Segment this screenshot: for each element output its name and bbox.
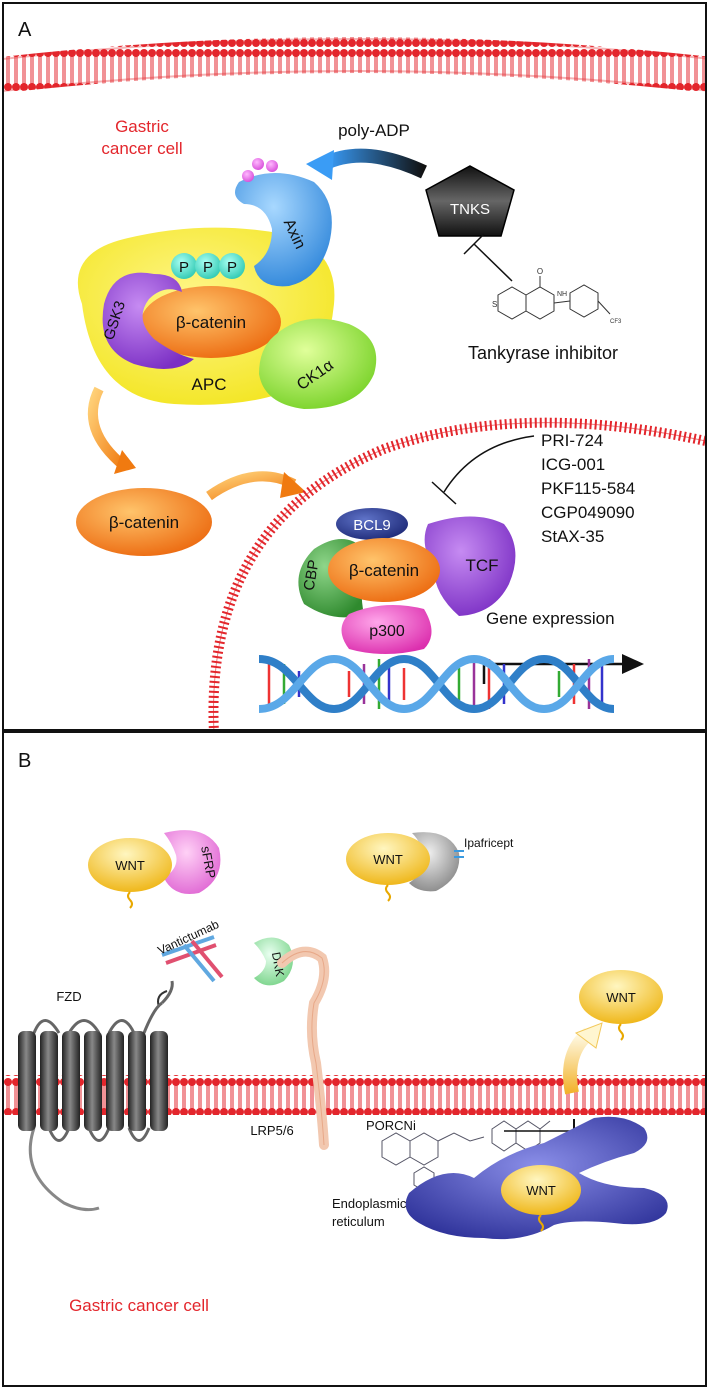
tnks-pentagon <box>425 165 515 237</box>
dkk-shape <box>254 937 293 986</box>
sfrp-shape <box>164 830 221 894</box>
nuclear-beta-catenin <box>328 538 440 602</box>
inhibitor-2: ICG-001 <box>541 455 605 474</box>
poly-adp-bead <box>266 160 278 172</box>
panel-a-diagram: A Gastric cancer cell poly-ADP TNKS O S … <box>4 19 705 729</box>
release-arrow <box>87 386 128 470</box>
svg-text:O: O <box>537 267 543 276</box>
sfrp-label: sFRP <box>198 845 218 880</box>
porcni-structure <box>381 1120 551 1192</box>
tnks-label: TNKS <box>450 201 490 218</box>
tcf-shape <box>424 516 516 616</box>
wnt-label-4: WNT <box>526 1183 556 1198</box>
cell-label-line1: Gastric <box>115 117 169 136</box>
inhibitor-4: CGP049090 <box>541 503 635 522</box>
axin-shape <box>235 173 332 287</box>
panel-b-diagram: B sFRP WNT Ipafricept WNT Vantictumab DK… <box>4 750 705 1315</box>
plasma-membrane <box>4 37 705 93</box>
gene-expression-label: Gene expression <box>486 609 615 628</box>
tnks-inhibition-line <box>473 243 513 282</box>
inhibitor-3: PKF115-584 <box>541 479 635 498</box>
poly-adp-label: poly-ADP <box>338 121 410 140</box>
fzd-receptor <box>18 980 174 1212</box>
phosphate-3 <box>219 253 245 279</box>
gsk3-shape <box>102 272 194 369</box>
phosphate-label: P <box>203 259 213 276</box>
svg-text:CF3: CF3 <box>610 319 622 325</box>
secreted-wnt <box>579 970 663 1024</box>
panel-b: B sFRP WNT Ipafricept WNT Vantictumab DK… <box>2 731 707 1387</box>
panel-a: A Gastric cancer cell poly-ADP TNKS O S … <box>2 2 707 731</box>
er-label-line1: Endoplasmic <box>332 1196 407 1211</box>
inhibitor-1: PRI-724 <box>541 431 603 450</box>
p300-shape <box>341 605 432 654</box>
wnt-label-1: WNT <box>115 858 145 873</box>
wnt-label-3: WNT <box>606 990 636 1005</box>
vantictumab-antibody <box>161 935 224 983</box>
wnt-label-2: WNT <box>373 852 403 867</box>
tcf-label: TCF <box>465 556 498 575</box>
p300-label: p300 <box>369 623 405 640</box>
bcl9-shape <box>336 508 408 540</box>
panel-a-label: A <box>18 19 32 41</box>
cell-label-b: Gastric cancer cell <box>69 1296 209 1315</box>
bcl9-label: BCL9 <box>353 517 391 534</box>
apc-label: APC <box>192 375 227 394</box>
ck1a-shape <box>259 318 377 409</box>
free-beta-catenin <box>76 488 212 556</box>
nuclear-beta-catenin-label: β-catenin <box>349 561 419 580</box>
fzd-label: FZD <box>56 989 81 1004</box>
inhibitor-5: StAX-35 <box>541 527 604 546</box>
free-beta-catenin-label: β-catenin <box>109 513 179 532</box>
er-label-line2: reticulum <box>332 1214 385 1229</box>
beta-catenin-label: β-catenin <box>176 313 246 332</box>
beta-catenin-complex <box>141 286 281 358</box>
lrp-receptor <box>277 946 330 1150</box>
wnt-ipafricept-bound <box>346 833 430 885</box>
wnt-lipid-tail <box>127 891 133 909</box>
svg-text:NH: NH <box>557 291 567 298</box>
phosphate-2 <box>195 253 221 279</box>
inhibitor-line <box>443 435 535 493</box>
dna-helix <box>258 654 615 714</box>
phosphate-label: P <box>179 259 189 276</box>
poly-adp-bead <box>252 158 264 170</box>
tankyrase-inhibitor-structure <box>497 276 611 320</box>
svg-text:S: S <box>492 300 497 309</box>
tankyrase-inhibitor-label: Tankyrase inhibitor <box>468 343 618 363</box>
porcni-label: PORCNi <box>366 1118 416 1133</box>
poly-adp-arrow <box>320 148 427 179</box>
wnt-sfrp-bound <box>88 838 172 892</box>
phosphate-label: P <box>227 259 237 276</box>
panel-b-label: B <box>18 750 31 772</box>
lrp-label: LRP5/6 <box>250 1123 293 1138</box>
er-wnt <box>501 1165 581 1215</box>
ipafricept-label: Ipafricept <box>464 836 514 850</box>
cell-label-line2: cancer cell <box>101 139 182 158</box>
poly-adp-bead <box>242 170 254 182</box>
cbp-label: CBP <box>301 559 323 592</box>
phosphate-1 <box>171 253 197 279</box>
